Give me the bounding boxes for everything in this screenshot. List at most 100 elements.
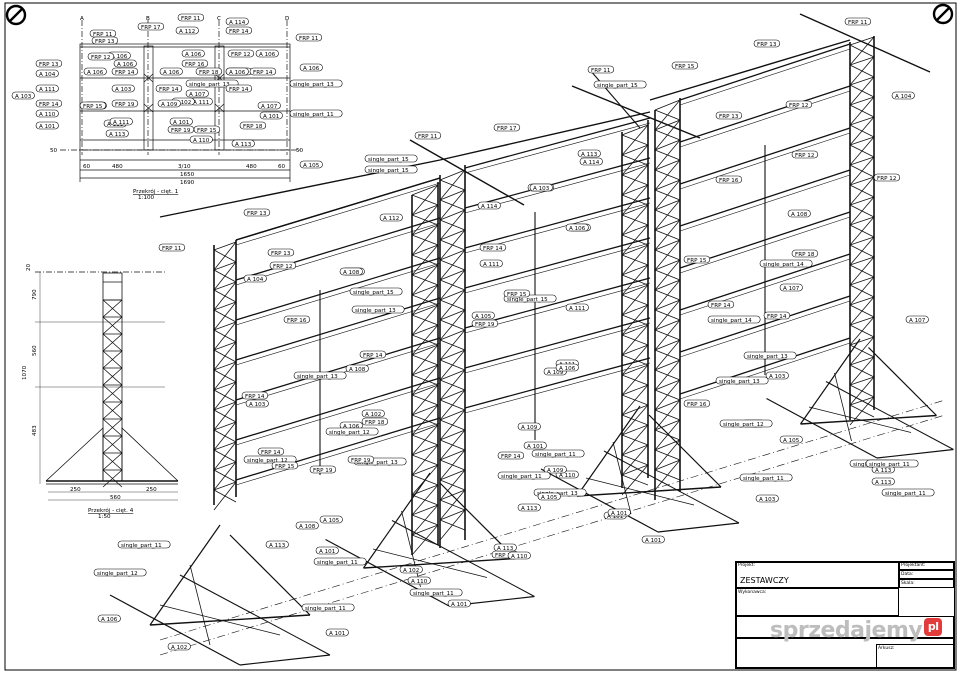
svg-text:A 110: A 110: [193, 138, 210, 144]
iso-tag: A 102: [361, 409, 385, 418]
svg-text:FRP 15: FRP 15: [275, 464, 295, 470]
svg-text:A 106: A 106: [111, 54, 128, 60]
iso-tag: A 110: [507, 551, 531, 560]
svg-text:single_part_12: single_part_12: [329, 430, 370, 436]
iso-tag: A 102: [167, 642, 191, 651]
svg-text:single_part_12: single_part_12: [97, 571, 138, 577]
iso-tag: FRP 16: [683, 399, 711, 408]
iso-tag: A 108: [787, 209, 811, 218]
iso-tag: A 108: [339, 267, 363, 276]
svg-text:FRP 11: FRP 11: [299, 36, 319, 42]
top-tag: A 111: [35, 84, 59, 93]
iso-tag: A 111: [479, 259, 503, 268]
side-dim: 560: [110, 495, 121, 501]
svg-text:A 106: A 106: [185, 52, 202, 58]
iso-tag: A 105: [779, 435, 803, 444]
svg-text:A 113: A 113: [269, 543, 286, 549]
svg-text:FRP 16: FRP 16: [719, 178, 739, 184]
project-label: Projekt:: [738, 563, 756, 568]
svg-text:A 111: A 111: [113, 120, 130, 126]
svg-text:single_part_15: single_part_15: [353, 290, 394, 296]
iso-tag: single_part_12: [243, 455, 297, 464]
svg-text:FRP 19: FRP 19: [351, 458, 371, 464]
iso-tag: A 103: [765, 371, 789, 380]
svg-text:A 113: A 113: [109, 132, 126, 138]
svg-text:FRP 13: FRP 13: [95, 39, 115, 45]
svg-text:FRP 14: FRP 14: [363, 353, 383, 359]
iso-tag: FRP 15: [503, 289, 531, 298]
svg-text:single_part_13: single_part_13: [357, 460, 398, 466]
svg-text:FRP 12: FRP 12: [789, 103, 808, 109]
iso-tag: A 107: [905, 315, 929, 324]
iso-tag: FRP 16: [283, 315, 311, 324]
iso-tag: single_part_11: [531, 449, 585, 458]
top-dim: 480: [246, 164, 257, 170]
svg-text:A 103: A 103: [249, 402, 266, 408]
svg-text:A 109: A 109: [547, 370, 564, 376]
side-dim: 483: [32, 425, 38, 436]
iso-tag: single_part_12: [93, 568, 147, 577]
svg-text:FRP 13: FRP 13: [247, 211, 267, 217]
svg-text:single_part_15: single_part_15: [597, 83, 638, 89]
top-dim: 50: [296, 148, 304, 154]
svg-text:FRP 14: FRP 14: [767, 314, 787, 320]
iso-tag: single_part_15: [593, 80, 647, 89]
svg-text:FRP 14: FRP 14: [501, 454, 521, 460]
svg-text:FRP 11: FRP 11: [93, 32, 113, 38]
svg-text:FRP 14: FRP 14: [711, 303, 731, 309]
svg-text:A 111: A 111: [39, 87, 56, 93]
iso-tag: A 104: [891, 91, 915, 100]
title-block: Projekt: ZESTAWCZY Projektant: Data: Ska…: [735, 561, 955, 669]
iso-tag: A 113: [265, 540, 289, 549]
top-tag: A 114: [225, 17, 249, 26]
side-dim: 1070: [22, 365, 28, 380]
side-dim: 250: [146, 487, 157, 493]
iso-tag: A 112: [379, 213, 403, 222]
iso-tag: A 108: [345, 364, 369, 373]
designer-label: Projektant:: [901, 563, 926, 568]
svg-text:A 114: A 114: [583, 160, 600, 166]
grid-letter: C: [217, 16, 221, 22]
svg-text:FRP 17: FRP 17: [497, 126, 517, 132]
svg-text:A 104: A 104: [39, 72, 56, 78]
svg-text:FRP 14: FRP 14: [253, 70, 273, 76]
iso-tag: FRP 11: [844, 17, 872, 26]
iso-tag: single_part_11: [739, 473, 793, 482]
iso-tag: FRP 12: [791, 150, 819, 159]
top-tag: A 113: [105, 129, 129, 138]
iso-tag: FRP 14: [479, 243, 507, 252]
iso-tag: FRP 12: [269, 261, 297, 270]
side-view-scale: 1:50: [98, 514, 111, 520]
iso-tag: FRP 16: [715, 175, 743, 184]
svg-text:A 101: A 101: [173, 120, 190, 126]
top-tag: FRP 19: [167, 125, 195, 134]
svg-text:A 114: A 114: [481, 204, 498, 210]
isometric-structure: [109, 13, 954, 666]
svg-text:A 101: A 101: [263, 114, 280, 120]
iso-tag: single_part_11: [865, 459, 919, 468]
svg-text:single_part_11: single_part_11: [305, 606, 346, 612]
svg-text:A 106: A 106: [303, 66, 320, 72]
top-tag: A 107: [257, 101, 281, 110]
svg-text:FRP 15: FRP 15: [687, 258, 707, 264]
top-dim: 1650: [180, 172, 195, 178]
iso-tag: FRP 18: [361, 417, 389, 426]
svg-text:FRP 11: FRP 11: [418, 134, 438, 140]
project-value: ZESTAWCZY: [740, 576, 789, 585]
iso-tag: single_part_11: [301, 603, 355, 612]
iso-tag: A 104: [243, 274, 267, 283]
top-tag: FRP 15: [79, 101, 107, 110]
svg-text:FRP 17: FRP 17: [141, 25, 161, 31]
svg-text:A 107: A 107: [783, 286, 800, 292]
iso-tag: FRP 15: [683, 255, 711, 264]
svg-text:A 105: A 105: [541, 495, 558, 501]
svg-text:A 106: A 106: [259, 52, 276, 58]
top-view-scale: 1:100: [138, 195, 155, 201]
iso-tag: A 101: [523, 441, 547, 450]
svg-text:A 110: A 110: [39, 112, 56, 118]
svg-text:FRP 19: FRP 19: [475, 322, 495, 328]
iso-tag: FRP 19: [471, 319, 499, 328]
top-dim: 60: [278, 164, 286, 170]
